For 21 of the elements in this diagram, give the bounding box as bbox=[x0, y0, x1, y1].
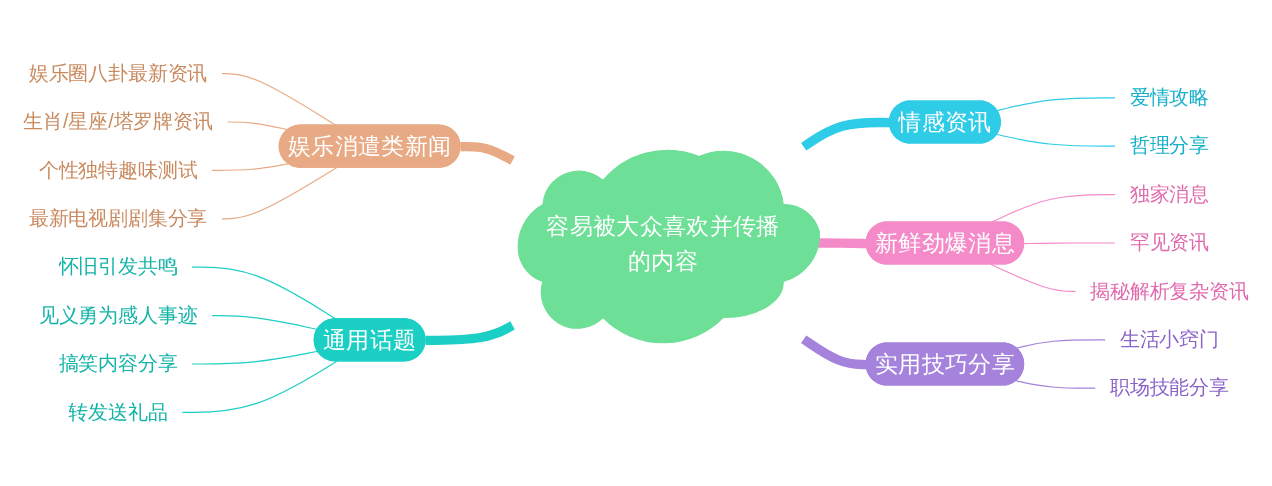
connector bbox=[425, 321, 515, 346]
node-text: 转发送礼品 bbox=[68, 401, 168, 424]
node-text: 见义勇为感人事迹 bbox=[38, 304, 198, 327]
node-text: 哲理分享 bbox=[1129, 134, 1210, 157]
node-text: 爱情攻略 bbox=[1129, 86, 1210, 109]
node-text: 个性独特趣味测试 bbox=[38, 159, 198, 182]
node-text: 生活小窍门 bbox=[1119, 328, 1219, 351]
connector bbox=[801, 117, 891, 151]
connector bbox=[801, 335, 867, 370]
node-text: 生肖/星座/塔罗牌资讯 bbox=[23, 110, 213, 133]
node-text: 搞笑内容分享 bbox=[58, 352, 178, 375]
node-text: 最新电视剧剧集分享 bbox=[28, 207, 208, 230]
node-text: 怀旧引发共鸣 bbox=[58, 255, 178, 278]
connector bbox=[460, 141, 515, 165]
node-text: 揭秘解析复杂资讯 bbox=[1090, 280, 1249, 303]
node-text: 娱乐圈八卦最新资讯 bbox=[28, 62, 208, 85]
connector bbox=[181, 360, 338, 413]
node-text: 罕见资讯 bbox=[1129, 231, 1210, 254]
node-text: 职场技能分享 bbox=[1109, 376, 1229, 399]
connector bbox=[990, 264, 1077, 292]
node-text: 独家消息 bbox=[1129, 183, 1210, 206]
